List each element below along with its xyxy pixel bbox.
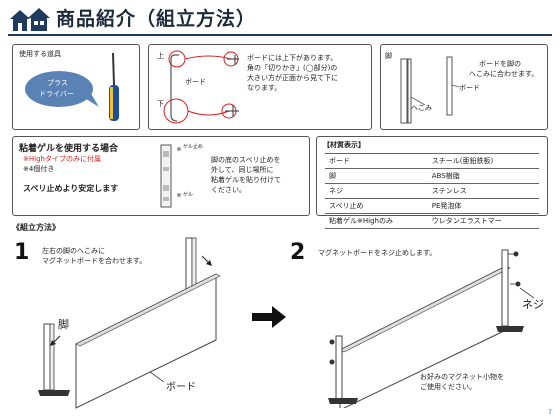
leg-notch-diagram (400, 56, 460, 124)
bubble-text-2: ドライバー (39, 90, 74, 98)
board-note-2: 角の「切りかき」(◯部分)の (247, 64, 338, 72)
table-row: 粘着ゲル※Highのみウレタンエラストマー (325, 213, 539, 229)
tools-box: 使用する道具 プラス ドライバー (12, 44, 140, 130)
gel-desc-4: ください。 (211, 186, 246, 194)
page-title: 商品紹介（組立方法） (56, 8, 257, 30)
material-part: ネジ (325, 183, 428, 199)
board-diagram (163, 50, 239, 124)
assembly-section-title: 《組立方法》 (12, 223, 60, 232)
page-number: 7 (548, 409, 552, 416)
gel-desc-1: 脚の底のスベリ止めを (211, 156, 281, 164)
leg-note-1: ボードを脚の (479, 60, 521, 68)
gel-tag: ゲル (183, 192, 194, 198)
gel-red-note: ※Highタイプのみに付属 (23, 155, 101, 163)
gel-title: 粘着ゲルを使用する場合 (19, 144, 119, 154)
tools-label: 使用する道具 (19, 50, 61, 58)
table-row: ボードスチール(亜鉛鉄板) (325, 153, 539, 169)
step2-number: 2 (290, 240, 306, 265)
materials-title: 【材質表示】 (323, 141, 365, 149)
leg-board-label: ボード (459, 84, 480, 92)
speech-bubble (25, 71, 99, 107)
board-label: ボード (185, 78, 206, 86)
leg-notch-box: 脚 へこみ ボード ボードを脚の へこみに合わせます。 (380, 44, 548, 130)
gel-leg-diagram (160, 144, 181, 208)
material-value: PE発泡体 (427, 198, 539, 214)
step1-number: 1 (14, 240, 30, 265)
material-part: 脚 (325, 168, 428, 184)
material-value: スチール(亜鉛鉄板) (427, 153, 539, 169)
gel-summary: スベリ止めより安定します (23, 184, 119, 193)
notch-label: へこみ (411, 104, 432, 112)
gel-desc-3: 粘着ゲルを貼り付けて (211, 176, 281, 184)
header-divider (8, 34, 552, 36)
material-value: ABS樹脂 (427, 168, 539, 184)
bottom-label: 下 (157, 100, 164, 108)
gel-desc-2: 外して、同じ場所に (211, 166, 274, 174)
board-note-4: なります。 (247, 84, 282, 92)
table-row: ネジステンレス (325, 183, 539, 199)
screw-icon (329, 251, 521, 365)
material-value: ウレタンエラストマー (427, 213, 539, 229)
leg-label: 脚 (385, 52, 392, 60)
gel-stop-tag: ゲル止め (183, 144, 204, 150)
house-logo-icon (10, 8, 50, 31)
bubble-text-1: プラス (47, 79, 68, 87)
top-label: 上 (157, 52, 164, 60)
gel-box: 粘着ゲルを使用する場合 ※Highタイプのみに付属 ※4個付き スベリ止めより安… (12, 136, 310, 216)
material-value: ステンレス (427, 183, 539, 199)
step1-board-label: ボード (166, 382, 196, 393)
material-part: 粘着ゲル※Highのみ (325, 213, 428, 229)
arrow-right-icon (252, 306, 286, 328)
step2-diagram (328, 249, 535, 408)
gel-count-note: ※4個付き (23, 165, 55, 173)
board-note-1: ボードには上下があります。 (247, 54, 338, 62)
step2-closing-1: お好みのマグネット小物を (420, 373, 504, 381)
material-part: ボード (325, 153, 428, 169)
step1-text-1: 左右の脚のへこみに (42, 247, 105, 255)
step1-text-2: マグネットボードを合わせます。 (42, 257, 147, 265)
material-part: スベリ止め (325, 198, 428, 214)
board-note-3: 大きい方が正面から見て下に (247, 74, 338, 82)
step1-diagram (38, 237, 221, 409)
screwdriver-icon (109, 52, 119, 121)
step2-screw-label: ネジ (522, 298, 544, 311)
board-orientation-box: 上 下 ボード ボードには上下があります。 角の「切りかき」(◯部分)の 大きい… (148, 44, 372, 130)
step1-leg-label: 脚 (58, 318, 69, 331)
step2-closing-2: ご使用ください。 (420, 383, 476, 391)
step2-text: マグネットボードをネジ止めします。 (318, 249, 437, 257)
leg-note-2: へこみに合わせます。 (469, 70, 539, 78)
